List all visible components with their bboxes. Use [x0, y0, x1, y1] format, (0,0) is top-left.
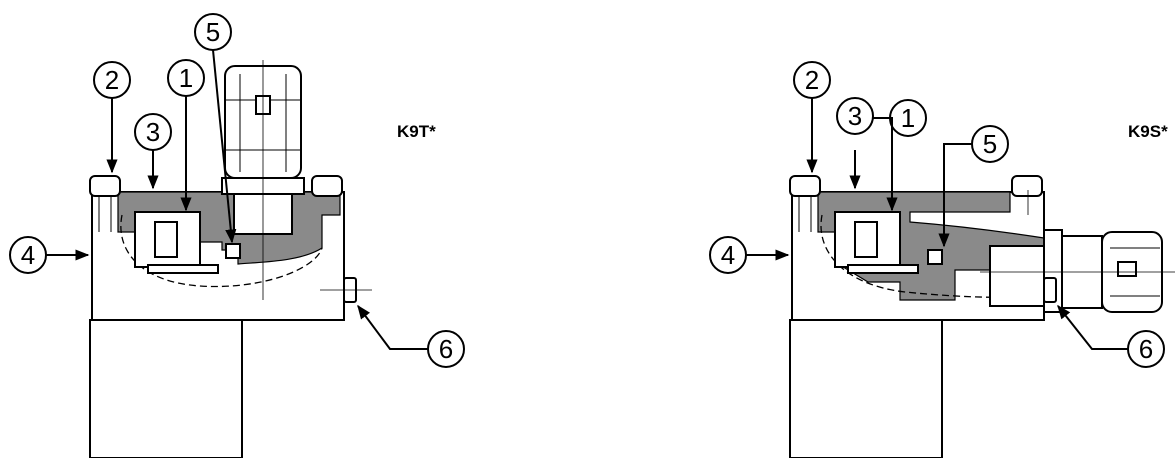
leader-5 [938, 143, 972, 248]
cutaway-boundary [820, 214, 1045, 298]
contact-base [147, 264, 219, 274]
callout-5: 5 [971, 125, 1009, 163]
cover-screw-left [789, 175, 821, 197]
svg-text:1: 1 [901, 103, 915, 133]
leader-1 [872, 117, 898, 212]
model-label: K9S* [1128, 122, 1168, 141]
callout-4: 4 [709, 236, 747, 274]
callout-5: 5 [194, 13, 232, 51]
svg-text:4: 4 [21, 240, 35, 270]
svg-text:6: 6 [1139, 334, 1153, 364]
contact-insert [154, 221, 178, 258]
lower-block [89, 319, 243, 459]
callout-2: 2 [93, 61, 131, 99]
view-k9s: 2 3 1 5 4 6 K9S* [709, 61, 1175, 459]
callout-2: 2 [793, 61, 831, 99]
gland-body [989, 245, 1045, 307]
callout-3: 3 [836, 97, 874, 135]
leader-6 [1057, 304, 1128, 350]
model-label: K9T* [397, 122, 436, 141]
callout-6: 6 [1127, 330, 1165, 368]
lower-block [789, 319, 943, 459]
terminal [225, 243, 241, 259]
contact-insert [854, 221, 878, 258]
svg-text:4: 4 [721, 240, 735, 270]
terminal [927, 249, 943, 265]
svg-text:5: 5 [206, 17, 220, 47]
ground-screw [1043, 277, 1057, 303]
cover-screw-right [311, 175, 343, 197]
svg-text:3: 3 [146, 117, 160, 147]
callout-4: 4 [9, 236, 47, 274]
cable-gland-top [221, 60, 305, 300]
cutaway-boundary [120, 214, 323, 288]
view-k9t: 2 1 3 5 4 6 K9T* [9, 13, 465, 459]
svg-text:1: 1 [179, 63, 193, 93]
leader-5 [212, 49, 237, 244]
svg-text:5: 5 [983, 129, 997, 159]
cover-screw-left [89, 175, 121, 197]
callout-6: 6 [427, 330, 465, 368]
svg-text:2: 2 [805, 65, 819, 95]
callout-3: 3 [134, 113, 172, 151]
callout-1: 1 [167, 59, 205, 97]
callout-1: 1 [889, 99, 927, 137]
contact-base [847, 264, 919, 274]
leader-6 [357, 304, 428, 350]
svg-text:6: 6 [439, 334, 453, 364]
svg-text:2: 2 [105, 65, 119, 95]
cover-screw-right [1011, 175, 1043, 197]
svg-text:3: 3 [848, 101, 862, 131]
